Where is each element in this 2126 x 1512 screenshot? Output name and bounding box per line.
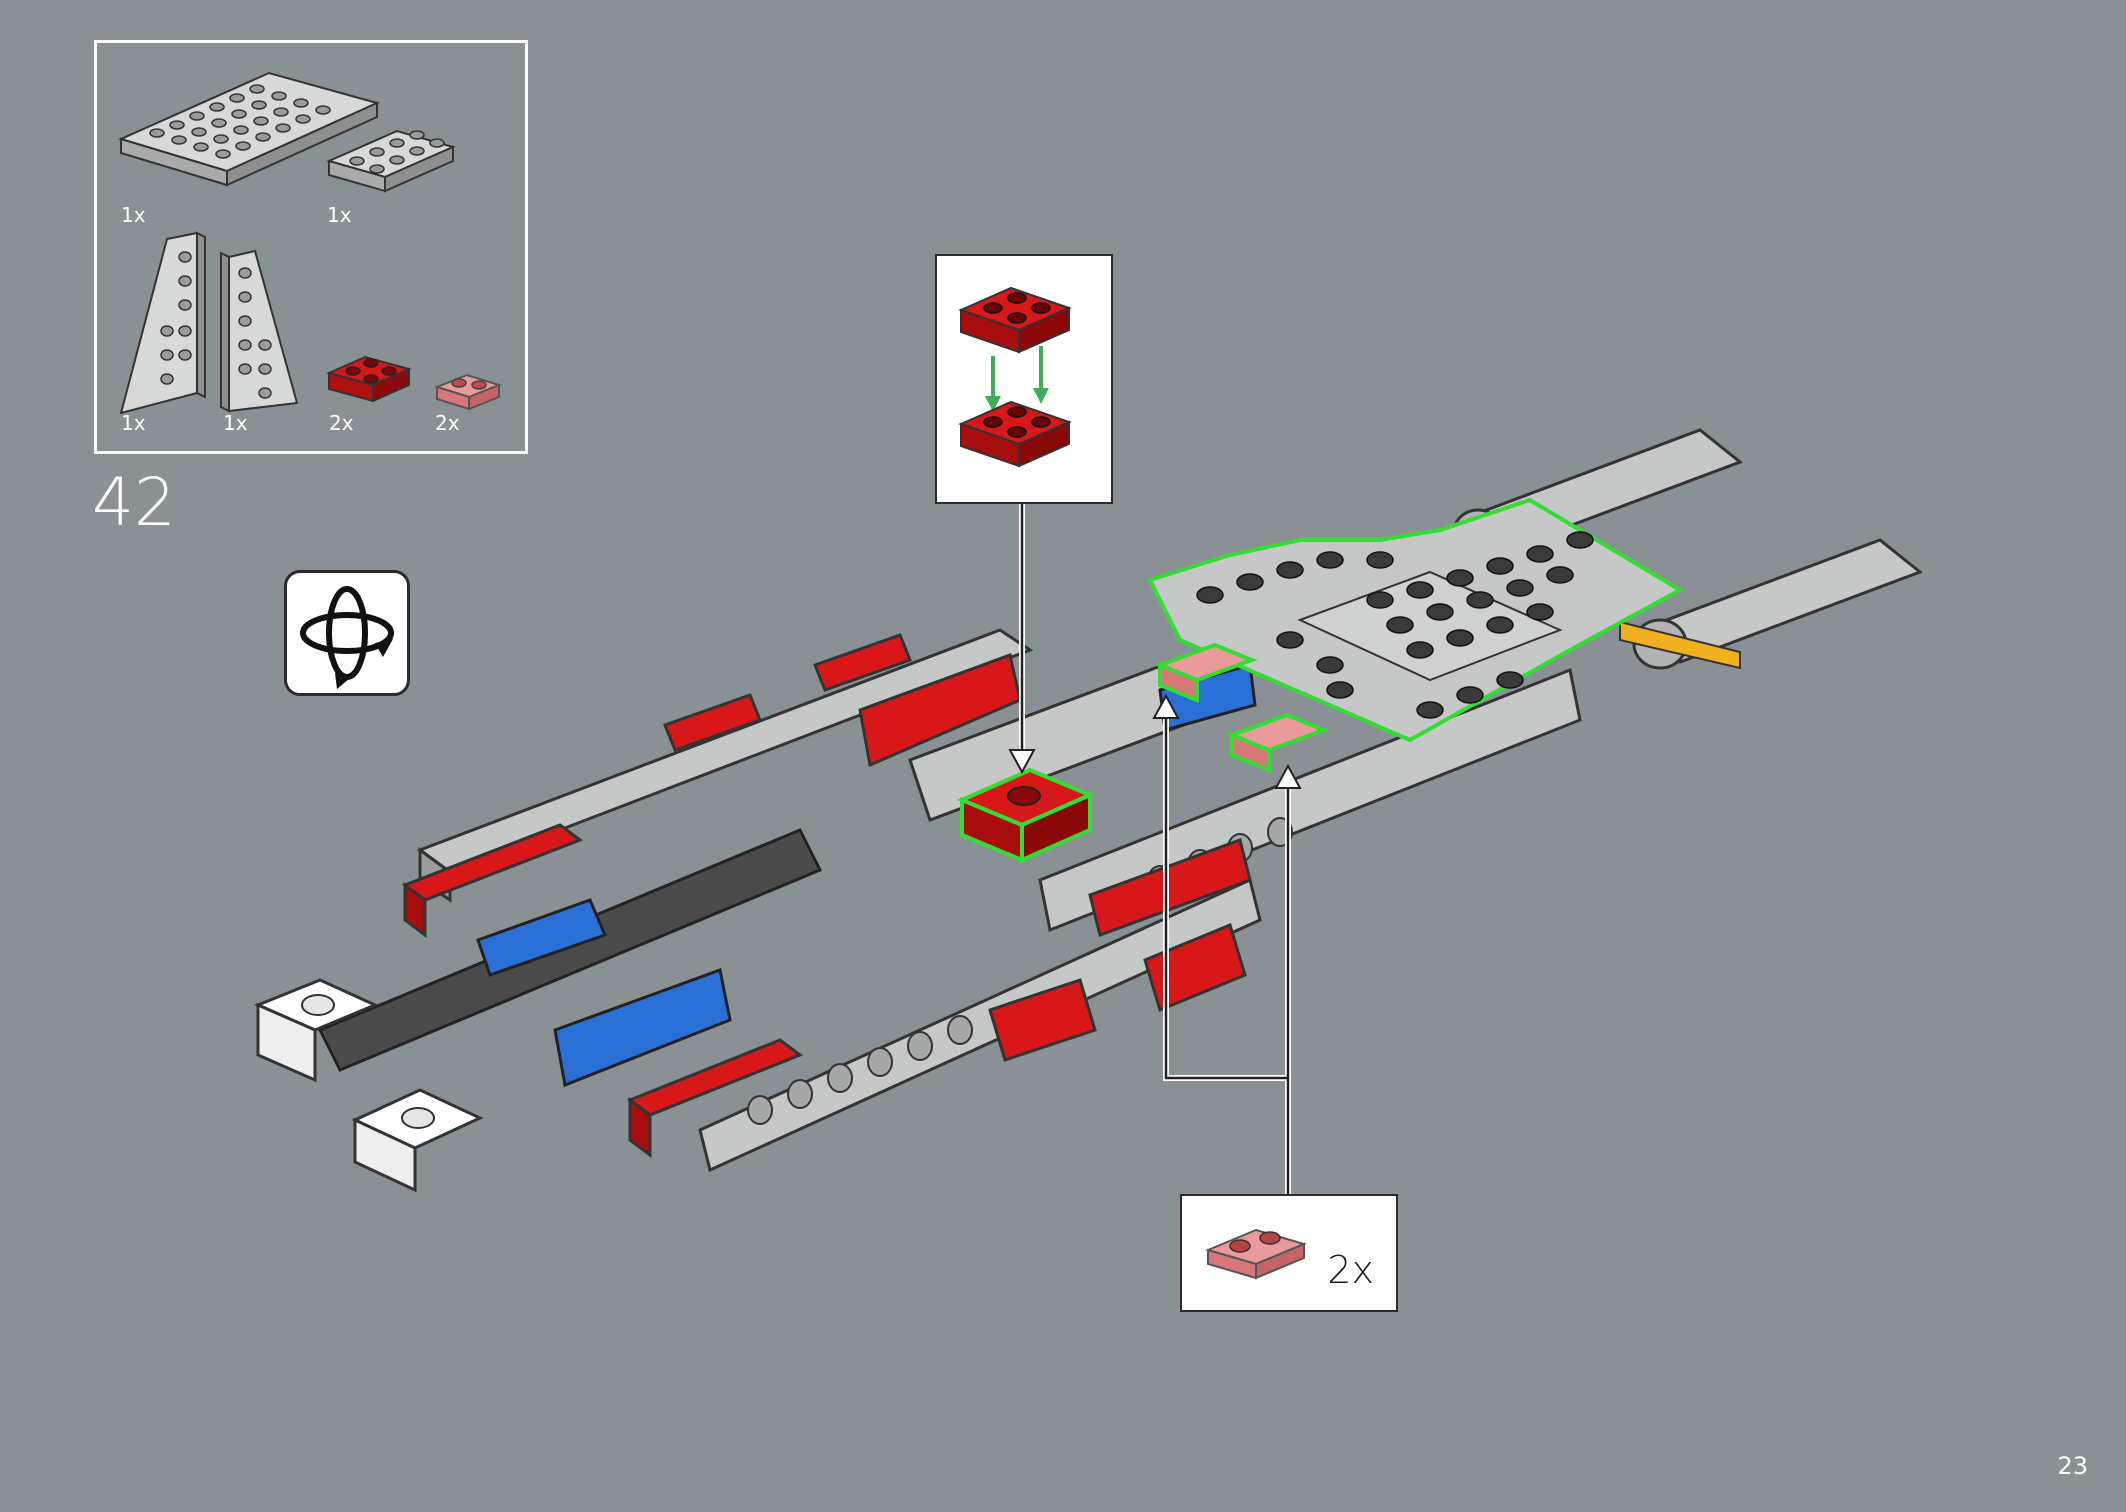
arrow-head-up-left — [1152, 693, 1180, 719]
wedge-plate-right-icon — [220, 249, 299, 413]
callout-qty: 2x — [1327, 1248, 1374, 1292]
wedge-plate-studs — [1196, 531, 1594, 719]
trans-red-plate-icon — [1205, 1228, 1307, 1280]
blue-bricks — [476, 663, 1257, 1088]
plate-2x2-red-icon — [326, 355, 412, 403]
parts-list-illustrations — [118, 71, 502, 415]
callout-trans-red-plate: 2x — [1180, 1194, 1398, 1312]
beam-holes — [747, 817, 1293, 1125]
new-wedge-plate-assembly — [1147, 497, 1685, 743]
red-bricks — [401, 633, 1252, 1158]
arrow-head-down — [1008, 749, 1036, 775]
step-number: 42 — [92, 464, 176, 541]
technic-beams — [317, 628, 1582, 1173]
callout-arrows — [1020, 504, 1290, 1194]
qty-wedge-left: 1x — [121, 411, 146, 435]
qty-plate-4x8: 1x — [121, 203, 146, 227]
plate-4x8-icon — [118, 71, 380, 187]
rotate-model-icon — [284, 570, 410, 696]
new-red-plate-2x2 — [956, 767, 1096, 864]
qty-plate-2x2-red: 2x — [329, 411, 354, 435]
callout-red-plate-stack — [935, 254, 1113, 504]
red-plate-stack-icon — [958, 286, 1072, 468]
plate-2x4-icon — [326, 129, 456, 193]
page-number: 23 — [2057, 1452, 2088, 1480]
new-trans-red-plates — [1154, 642, 1330, 773]
qty-plate-2x4: 1x — [327, 203, 352, 227]
rotate-arrows-icon — [300, 586, 394, 689]
callout-arrows-outline — [1019, 504, 1291, 1194]
arrow-head-up-right — [1274, 763, 1302, 789]
wedge-plate-left-icon — [119, 231, 206, 415]
white-bricks — [254, 978, 484, 1193]
parts-list-panel: 1x 1x 1x 1x 2x 2x — [94, 40, 528, 454]
qty-wedge-right: 1x — [223, 411, 248, 435]
plate-1x2-trans-red-icon — [434, 373, 502, 411]
qty-plate-1x2-trans-red: 2x — [435, 411, 460, 435]
engine-nacelles — [1452, 428, 1923, 670]
